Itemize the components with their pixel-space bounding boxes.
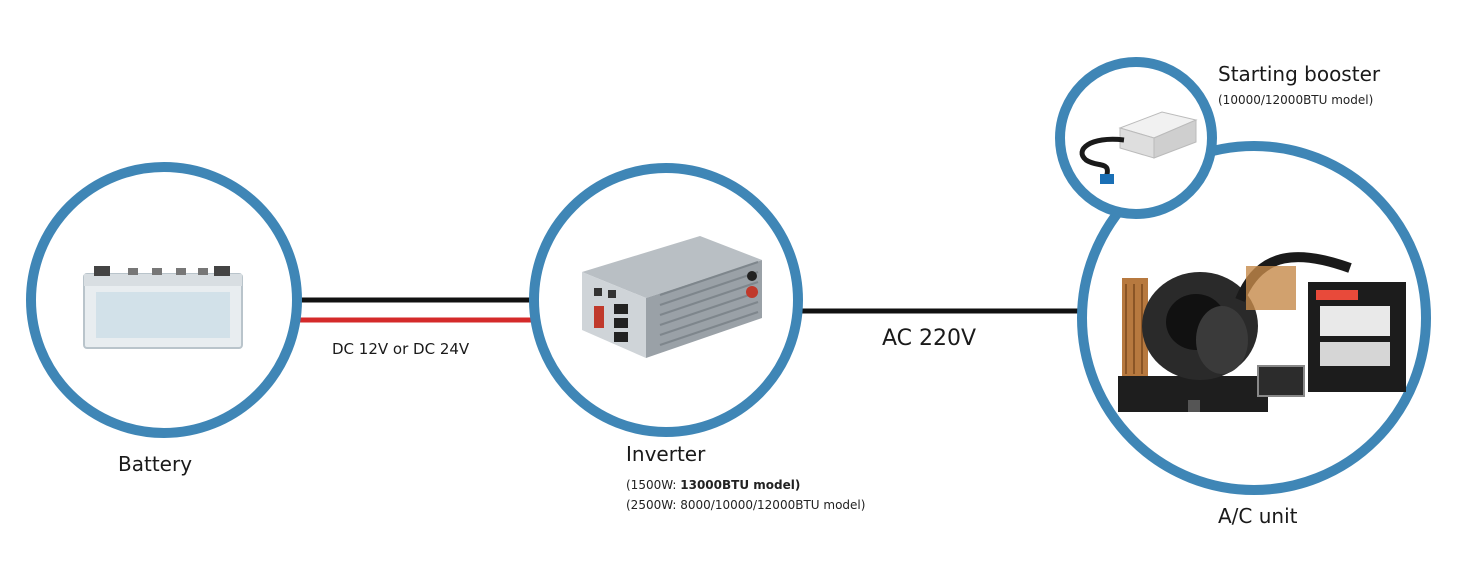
booster-node [1055, 57, 1217, 219]
ac-voltage-label: AC 220V [882, 326, 977, 351]
inverter-note-1: (1500W: 13000BTU model) [626, 478, 800, 492]
dc-voltage-label: DC 12V or DC 24V [332, 340, 470, 358]
ac-unit-icon [1118, 252, 1406, 412]
ac-unit-label: A/C unit [1218, 504, 1298, 528]
inverter-label: Inverter [626, 442, 706, 466]
booster-label: Starting booster [1218, 62, 1381, 86]
ac-unit-node [1077, 141, 1431, 495]
inverter-note-1-prefix: (1500W: [626, 478, 681, 492]
inverter-node [529, 163, 803, 437]
booster-note: (10000/12000BTU model) [1218, 93, 1374, 107]
battery-icon [83, 266, 243, 349]
battery-label: Battery [118, 452, 193, 476]
battery-node [26, 162, 302, 438]
starting-booster-icon [1079, 111, 1198, 184]
inverter-note-2: (2500W: 8000/10000/12000BTU model) [626, 498, 866, 512]
power-inverter-icon [582, 236, 762, 358]
inverter-note-1-bold: 13000BTU model) [680, 478, 801, 492]
